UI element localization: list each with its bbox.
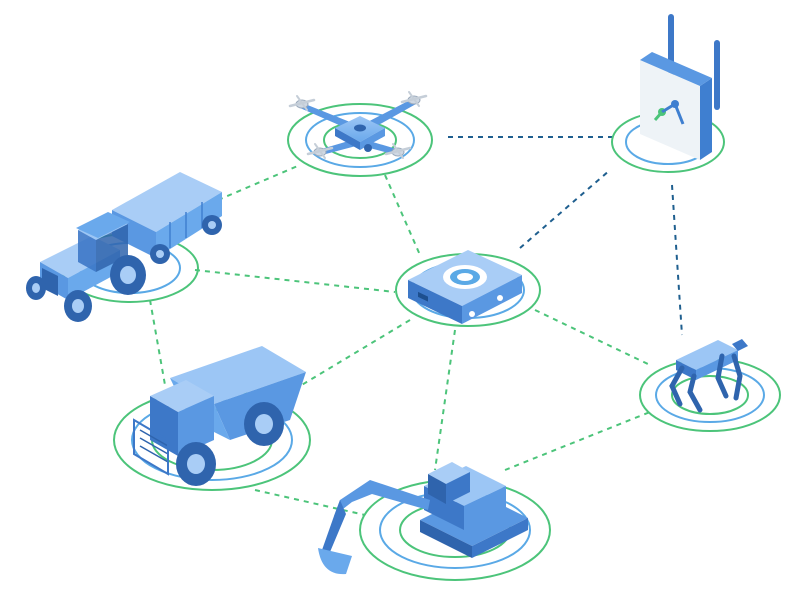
link-drone-hub <box>384 174 421 256</box>
link-tractor-dump-truck <box>149 299 166 386</box>
link-tractor-drone <box>217 164 301 201</box>
rings <box>61 103 781 581</box>
link-excavator-robot-dog <box>504 411 651 471</box>
tractor-icon <box>26 172 222 322</box>
link-hub-excavator <box>434 329 456 471</box>
link-tractor-hub <box>194 269 396 293</box>
link-hub-router <box>519 169 611 249</box>
drone-icon <box>288 91 428 159</box>
robot-dog-icon <box>669 339 748 413</box>
excavator-icon <box>318 462 528 575</box>
link-hub-dump-truck <box>284 319 411 396</box>
link-router-robot-dog <box>671 184 683 336</box>
link-hub-robot-dog <box>534 309 651 366</box>
hub-device-icon <box>408 250 522 324</box>
links <box>149 136 683 516</box>
dump-truck-icon <box>133 346 306 486</box>
link-dump-truck-excavator <box>254 489 366 516</box>
router-icon <box>640 14 720 160</box>
